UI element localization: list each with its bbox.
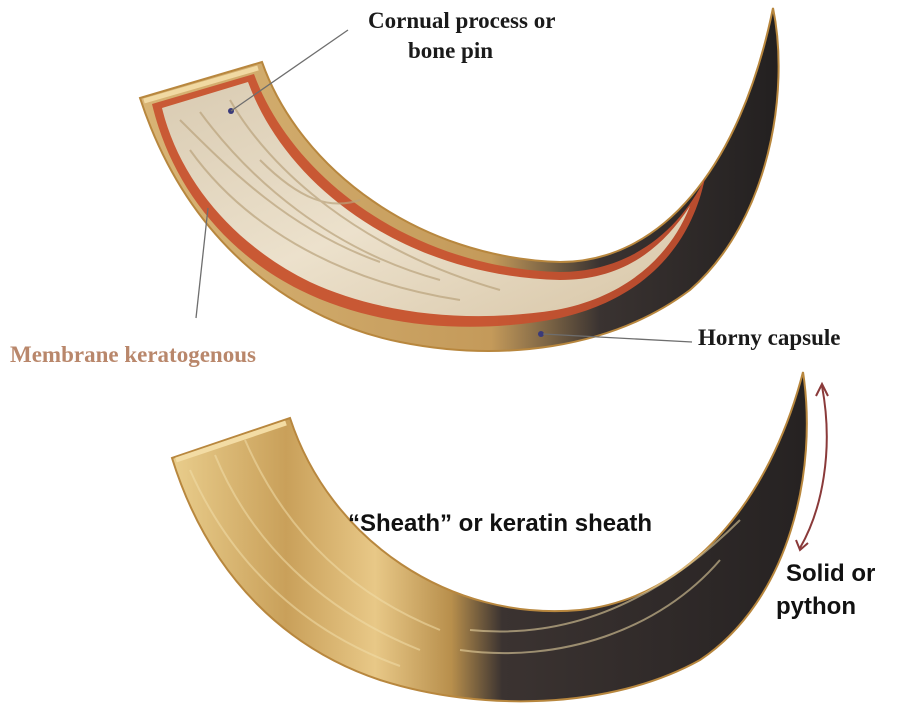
membrane-leader xyxy=(196,208,208,318)
cornual-process-label: Cornual process or xyxy=(368,8,555,34)
keratin-sheath-label: “Sheath” or keratin sheath xyxy=(348,510,652,538)
horny-capsule-label: Horny capsule xyxy=(698,325,840,351)
membrane-keratogenous-label: Membrane keratogenous xyxy=(10,342,256,368)
solid-label-line2: python xyxy=(776,593,856,621)
solid-label: Solid or xyxy=(786,560,875,588)
cornual-process-label-line2: bone pin xyxy=(408,38,493,64)
